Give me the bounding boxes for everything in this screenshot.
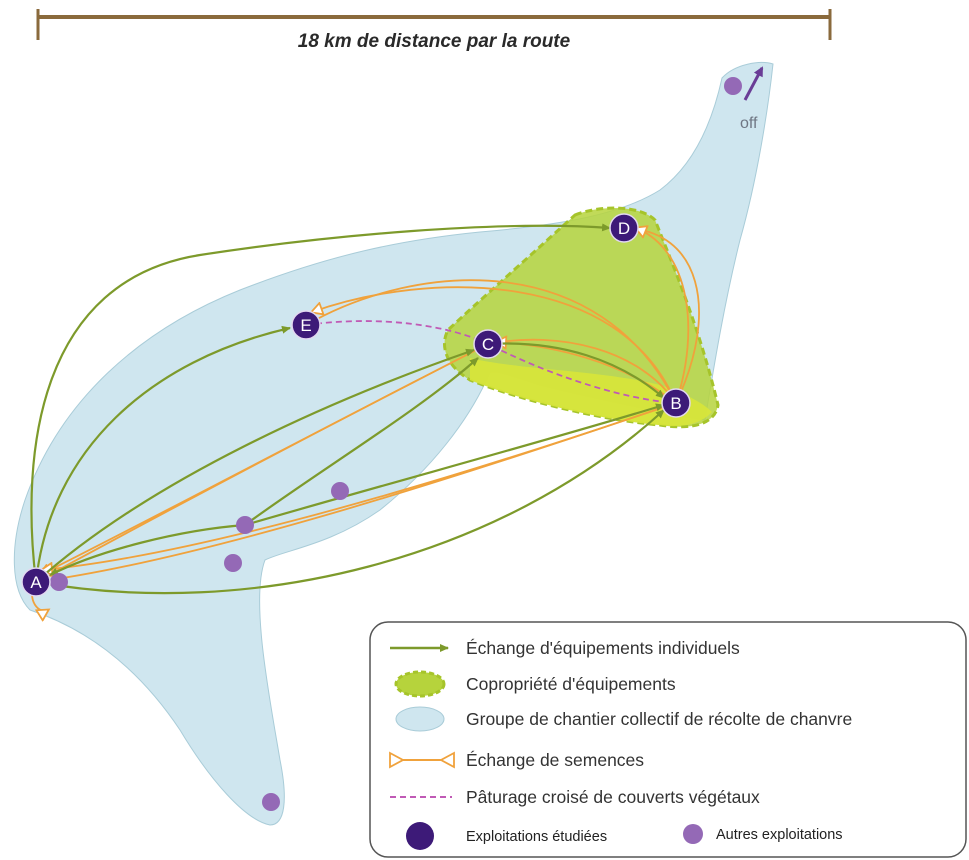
legend-item-co-ownership: Copropriété d'équipements: [394, 670, 676, 698]
equipment-exchange-links: [30, 223, 665, 595]
farm-label-c: C: [482, 335, 494, 354]
other-farm-point: [224, 554, 242, 572]
legend-item-harvest-group: Groupe de chantier collectif de récolte …: [395, 706, 852, 732]
farm-label-a: A: [30, 573, 42, 592]
farm-node-d: D: [609, 213, 639, 243]
scale-bar-label: 18 km de distance par la route: [298, 31, 571, 52]
farm-label-d: D: [618, 219, 630, 238]
legend-item-other-farms: Autres exploitations: [683, 824, 843, 844]
legend-label-co-ownership: Copropriété d'équipements: [466, 674, 676, 694]
farm-label-e: E: [300, 316, 311, 335]
cross-grazing-line: [305, 320, 677, 404]
other-farm-point: [262, 793, 280, 811]
legend-item-seed-exchange: Échange de semences: [389, 750, 644, 770]
other-farm-point: [236, 516, 254, 534]
other-farm-point: [724, 77, 742, 95]
off-label: off: [740, 115, 758, 132]
studied-farms: A B C D E: [21, 213, 691, 597]
farm-node-a: A: [21, 567, 51, 597]
legend-label-seed-exchange: Échange de semences: [466, 750, 644, 770]
legend-item-cross-grazing: Pâturage croisé de couverts végétaux: [390, 787, 760, 807]
legend-label-harvest-group: Groupe de chantier collectif de récolte …: [466, 709, 852, 729]
other-farms: [50, 77, 742, 811]
legend-item-equipment-exchange: Échange d'équipements individuels: [390, 638, 740, 658]
off-arrow: [743, 66, 764, 101]
farm-node-b: B: [661, 388, 691, 418]
legend-box: [369, 621, 967, 858]
other-farm-point: [331, 482, 349, 500]
scale-bar: 18 km de distance par la route: [36, 9, 832, 52]
legend-label-equipment-exchange: Échange d'équipements individuels: [466, 638, 740, 658]
farm-node-c: C: [473, 329, 503, 359]
other-farm-point: [50, 573, 68, 591]
legend-label-other-farms: Autres exploitations: [716, 827, 843, 843]
farm-node-e: E: [291, 310, 321, 340]
seed-exchange-links: [31, 228, 700, 611]
legend-label-studied-farms: Exploitations étudiées: [466, 829, 607, 845]
legend-item-studied-farms: Exploitations étudiées: [406, 822, 607, 850]
legend-label-cross-grazing: Pâturage croisé de couverts végétaux: [466, 787, 760, 807]
legend: Échange d'équipements individuels Coprop…: [369, 621, 967, 858]
farm-label-b: B: [670, 394, 681, 413]
